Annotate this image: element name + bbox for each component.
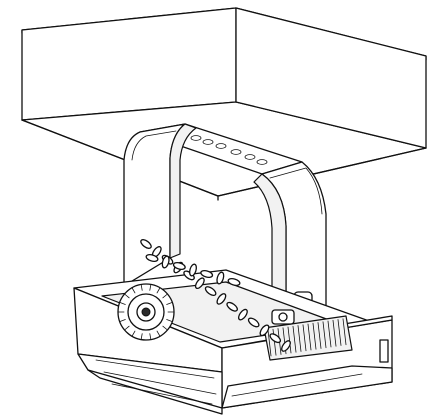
sprocket-teeth [117, 284, 175, 340]
mounting-hole-5 [244, 154, 256, 160]
mounting-hole-4 [230, 149, 242, 155]
sprocket-tooth [140, 333, 143, 340]
rack-tooth [312, 322, 317, 350]
sprocket-tooth [166, 302, 173, 305]
chain-link [194, 277, 205, 290]
chain-link [216, 271, 225, 285]
bracket-left-arm-bend [131, 130, 177, 161]
rack-tooth [292, 325, 297, 353]
mounting-hole-3 [215, 143, 227, 149]
rack-tooth [317, 322, 322, 349]
sprocket-tooth [131, 287, 136, 294]
rack-tooth [332, 319, 337, 347]
rack-tooth [302, 324, 307, 352]
track-rail-line [231, 373, 363, 397]
chain-link [281, 340, 291, 352]
sprocket-tooth [140, 284, 143, 291]
chain-link [259, 324, 270, 337]
sprocket-tooth [156, 287, 161, 294]
chain-link [237, 308, 248, 321]
chain-link [140, 239, 152, 249]
sprocket-tooth [149, 333, 152, 340]
mounting-hole-1 [190, 135, 202, 141]
housing-base-groove-1 [95, 359, 215, 379]
rack-tooth [307, 323, 312, 351]
chain-link [189, 263, 197, 277]
rack-tooth [337, 319, 342, 346]
sprocket-tooth [119, 302, 126, 305]
housing-base-lip [87, 369, 223, 415]
rack-tooth [287, 326, 292, 354]
chain-link [161, 255, 170, 269]
rack-tooth [327, 320, 332, 348]
rack-tooth [322, 321, 327, 349]
chain-link [172, 262, 186, 270]
sprocket-tooth [162, 325, 168, 331]
sprocket-axle [141, 307, 151, 317]
housing-base-groove-3 [111, 383, 213, 405]
rack-tooth [297, 325, 302, 352]
chain-link [216, 293, 227, 305]
sprocket-tooth [149, 284, 152, 291]
bracket-left-arm-inner [169, 123, 197, 259]
chain-link [226, 301, 238, 312]
sprocket-tooth [124, 293, 130, 299]
mounting-hole-2 [202, 139, 214, 145]
sprocket-tooth [119, 319, 126, 322]
chain-link [145, 254, 159, 262]
sprocket-tooth [166, 319, 173, 322]
sprocket-tooth [156, 330, 161, 337]
chain-link [269, 333, 282, 344]
tensioner-bolt [278, 312, 288, 322]
chain-link [247, 317, 260, 328]
ceiling-block-left-face [21, 7, 237, 121]
chain-link [227, 278, 241, 286]
chain-tensioner [271, 309, 295, 325]
sprocket-tooth [124, 325, 130, 331]
rack-tooth [342, 318, 347, 346]
chain-link [200, 270, 214, 278]
chain-link [204, 286, 217, 297]
u-bracket [123, 123, 327, 335]
ceiling-block [21, 7, 427, 201]
sprocket-tooth [162, 293, 168, 299]
bracket-mounting-holes [190, 135, 268, 165]
drive-sprocket [117, 283, 175, 341]
housing-base-groove-2 [103, 371, 217, 395]
drive-chain [140, 239, 291, 352]
gear-rack-teeth [267, 318, 347, 357]
rack-tooth [267, 329, 272, 357]
sprocket-tooth [131, 330, 136, 337]
mounting-hole-6 [256, 159, 268, 165]
track-end-stop [379, 339, 389, 363]
bracket-right-arm-bend [269, 167, 323, 215]
